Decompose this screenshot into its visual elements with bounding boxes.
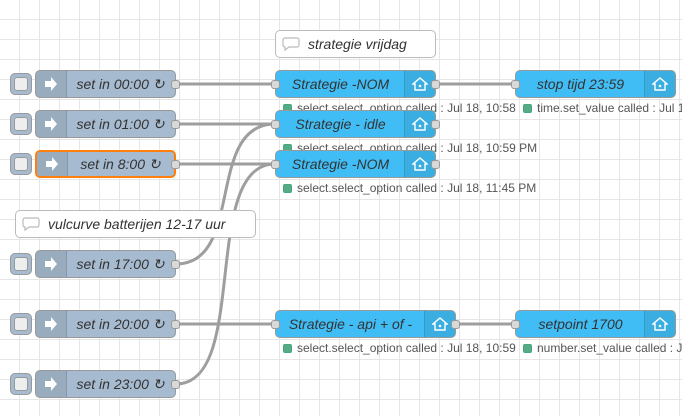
ha-node-label: Strategie - idle [295, 116, 386, 132]
node-status: number.set_value called : J [523, 341, 682, 355]
home-assistant-icon [644, 311, 675, 337]
inject-label: set in 00:00 ↻ [76, 75, 165, 92]
inject-label: set in 8:00 ↻ [80, 155, 161, 172]
ha-node-strategie-idle[interactable]: Strategie - idle [271, 110, 440, 138]
inject-trigger-button[interactable] [10, 373, 32, 395]
status-ok-indicator [283, 183, 292, 193]
output-port[interactable] [431, 120, 440, 129]
output-port[interactable] [171, 320, 180, 329]
input-port[interactable] [271, 80, 280, 89]
inject-arrow-icon [36, 71, 67, 97]
inject-node-2000[interactable]: set in 20:00 ↻ [35, 310, 180, 338]
comment-label: vulcurve batterijen 12-17 uur [48, 216, 226, 232]
status-ok-indicator [523, 343, 532, 353]
comment-label: strategie vrijdag [308, 36, 407, 52]
inject-trigger-button[interactable] [10, 113, 32, 135]
inject-node-0100[interactable]: set in 01:00 ↻ [35, 110, 180, 138]
inject-node-0800[interactable]: set in 8:00 ↻ [35, 150, 180, 178]
output-port[interactable] [171, 380, 180, 389]
inject-trigger-button[interactable] [10, 253, 32, 275]
ha-node-label: Strategie -NOM [291, 156, 390, 172]
input-port[interactable] [271, 120, 280, 129]
status-text: time.set_value called : Jul 1 [537, 101, 682, 115]
output-port[interactable] [171, 160, 180, 169]
ha-node-label: Strategie - api + of - [288, 316, 413, 332]
speech-bubble-icon [276, 31, 306, 57]
ha-node-strategie-nom[interactable]: Strategie -NOM [271, 70, 440, 98]
ha-node-stop-tijd[interactable]: stop tijd 23:59 [511, 70, 676, 98]
inject-arrow-icon [36, 311, 67, 337]
inject-label: set in 23:00 ↻ [76, 375, 165, 392]
inject-trigger-button[interactable] [10, 73, 32, 95]
inject-arrow-icon [37, 152, 68, 176]
ha-node-strategie-nom-2[interactable]: Strategie -NOM [271, 150, 440, 178]
wire-23-to-nom2 [175, 162, 276, 386]
status-text: number.set_value called : J [537, 341, 682, 355]
ha-node-strategie-api[interactable]: Strategie - api + of - [271, 310, 460, 338]
output-port[interactable] [431, 160, 440, 169]
node-status: time.set_value called : Jul 1 [523, 101, 682, 115]
inject-label: set in 01:00 ↻ [76, 115, 165, 132]
inject-arrow-icon [36, 111, 67, 137]
node-status: select.select_option called : Jul 18, 11… [283, 181, 536, 195]
home-assistant-icon [404, 71, 435, 97]
inject-arrow-icon [36, 251, 67, 277]
home-assistant-icon [424, 311, 455, 337]
comment-node-vulcurve[interactable]: vulcurve batterijen 12-17 uur [15, 210, 256, 238]
output-port[interactable] [451, 320, 460, 329]
inject-arrow-icon [36, 371, 67, 397]
output-port[interactable] [431, 80, 440, 89]
home-assistant-icon [404, 151, 435, 177]
comment-node-strategie-vrijdag[interactable]: strategie vrijdag [275, 30, 436, 58]
status-text: select.select_option called : Jul 18, 11… [297, 181, 537, 195]
input-port[interactable] [511, 80, 520, 89]
inject-node-1700[interactable]: set in 17:00 ↻ [35, 250, 180, 278]
input-port[interactable] [271, 160, 280, 169]
home-assistant-icon [404, 111, 435, 137]
inject-node-0000[interactable]: set in 00:00 ↻ [35, 70, 180, 98]
inject-label: set in 17:00 ↻ [76, 255, 165, 272]
status-ok-indicator [283, 343, 292, 353]
inject-node-2300[interactable]: set in 23:00 ↻ [35, 370, 180, 398]
inject-trigger-button[interactable] [10, 153, 32, 175]
ha-node-label: setpoint 1700 [538, 316, 623, 332]
inject-label: set in 20:00 ↻ [76, 315, 165, 332]
wire-17-to-idle [175, 122, 276, 266]
status-text: select.select_option called : Jul 18, 10… [297, 341, 516, 355]
input-port[interactable] [271, 320, 280, 329]
node-status: select.select_option called : Jul 18, 10… [283, 341, 516, 355]
input-port[interactable] [511, 320, 520, 329]
output-port[interactable] [171, 120, 180, 129]
output-port[interactable] [171, 80, 180, 89]
ha-node-label: stop tijd 23:59 [536, 76, 625, 92]
speech-bubble-icon [16, 211, 46, 237]
ha-node-label: Strategie -NOM [291, 76, 390, 92]
output-port[interactable] [171, 260, 180, 269]
inject-trigger-button[interactable] [10, 313, 32, 335]
ha-node-setpoint[interactable]: setpoint 1700 [511, 310, 676, 338]
status-ok-indicator [523, 103, 532, 113]
home-assistant-icon [644, 71, 675, 97]
